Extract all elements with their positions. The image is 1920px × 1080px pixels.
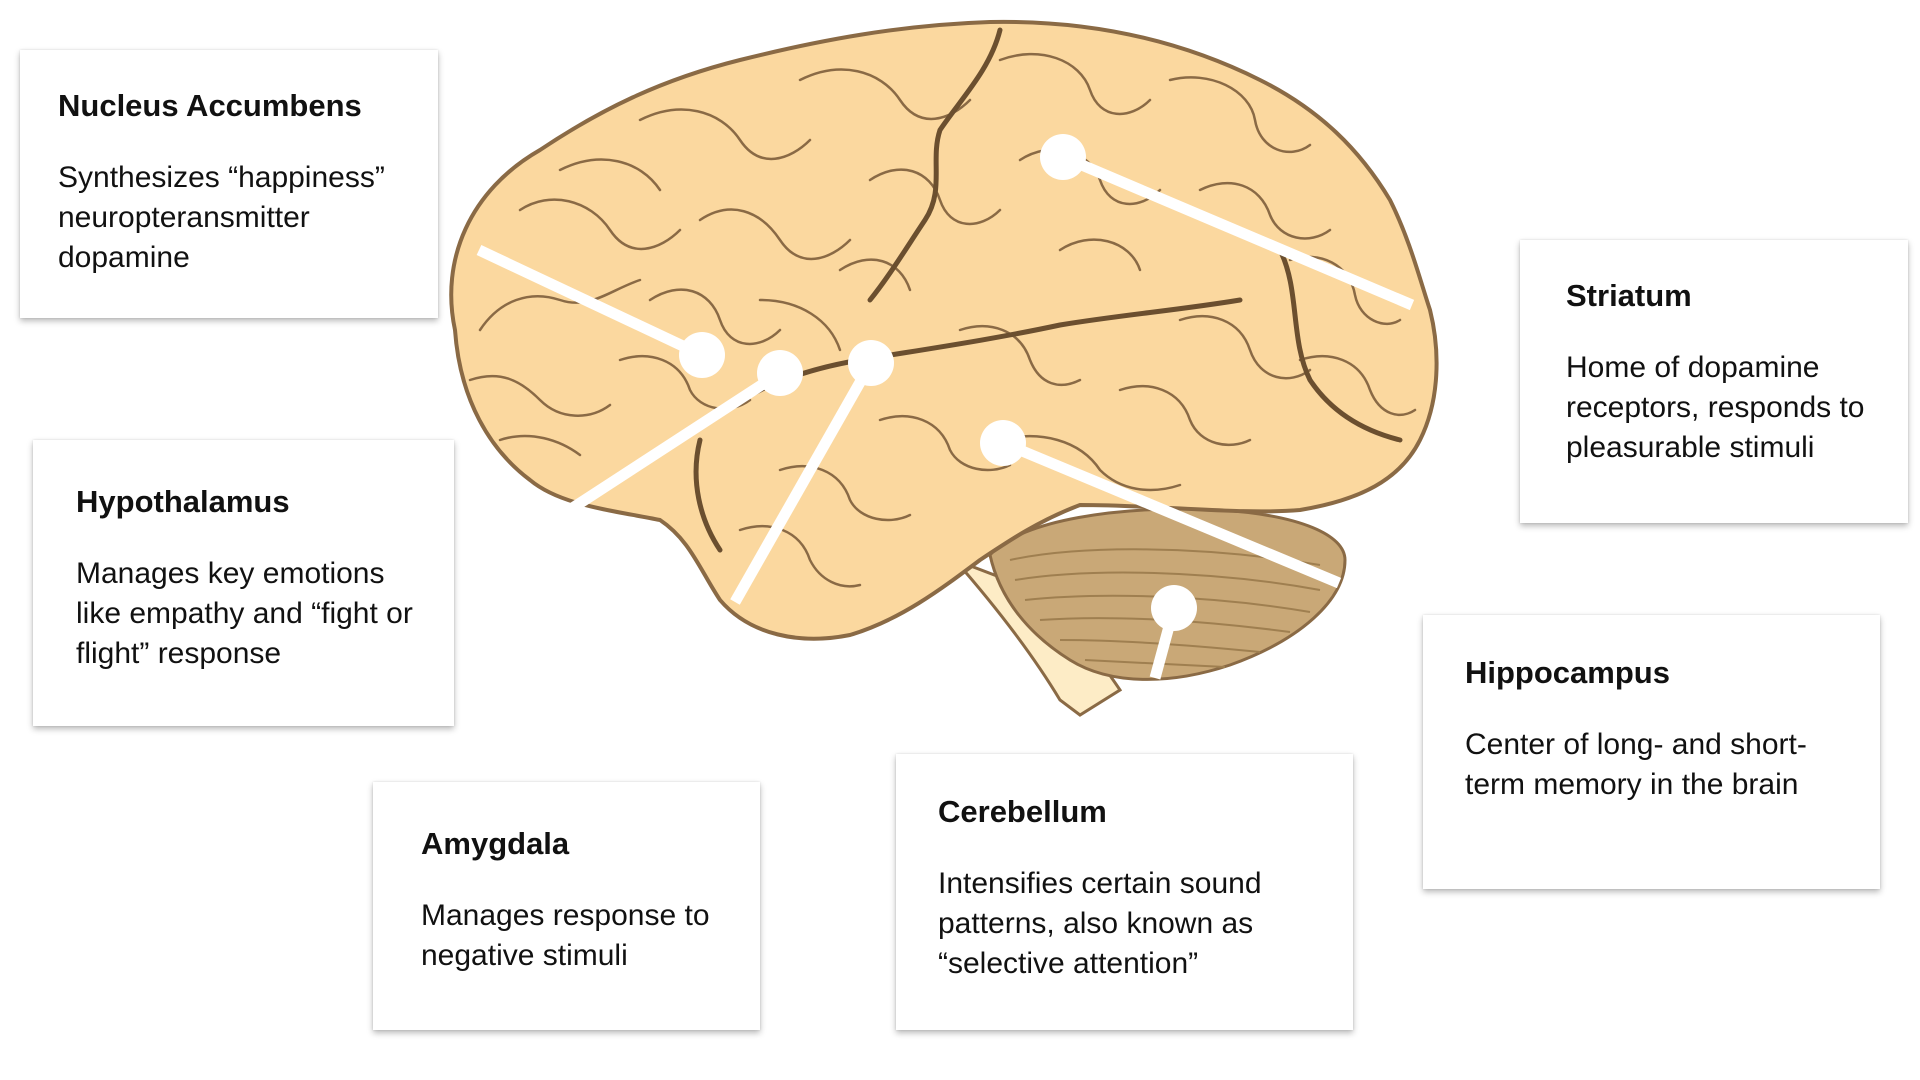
card-nucleus-accumbens: Nucleus Accumbens Synthesizes “happiness…: [20, 50, 438, 318]
card-title: Nucleus Accumbens: [58, 88, 362, 123]
dot-cerebellum: [1151, 585, 1197, 631]
connector-lines: [476, 151, 1415, 680]
card-title: Hypothalamus: [76, 484, 290, 519]
card-description: Manages key emotions like empathy and “f…: [76, 556, 413, 670]
occipital-sulcus: [1277, 247, 1403, 443]
card-hippocampus: Hippocampus Center of long- and short-te…: [1423, 615, 1880, 889]
connector-hippocampus: [1000, 437, 1342, 589]
dot-hypothalamus: [757, 350, 803, 396]
brain-folds: [468, 52, 1417, 588]
card-description: Synthesizes “happiness” neuropteransmitt…: [58, 160, 385, 274]
brain-fissures: [693, 27, 1403, 553]
card-description: Manages response to negative stimuli: [421, 898, 710, 972]
card-description: Center of long- and short-term memory in…: [1465, 727, 1807, 801]
card-description: Home of dopamine receptors, responds to …: [1566, 350, 1865, 464]
temporal-lower-edge: [693, 437, 723, 553]
card-striatum: Striatum Home of dopamine receptors, res…: [1520, 240, 1908, 523]
connector-striatum: [1060, 151, 1415, 311]
dot-amygdala: [848, 340, 894, 386]
card-title: Striatum: [1566, 278, 1692, 313]
card-title: Hippocampus: [1465, 655, 1670, 690]
card-cerebellum: Cerebellum Intensifies certain sound pat…: [896, 754, 1353, 1030]
card-title: Amygdala: [421, 826, 570, 861]
connector-hypothalamus: [528, 368, 783, 540]
dot-hippocampus: [980, 420, 1026, 466]
connector-nucleus: [476, 245, 705, 360]
card-hypothalamus: Hypothalamus Manages key emotions like e…: [33, 440, 454, 726]
card-amygdala: Amygdala Manages response to negative st…: [373, 782, 760, 1030]
connector-amygdala: [730, 360, 876, 605]
card-title: Cerebellum: [938, 794, 1107, 829]
connector-dots: [679, 134, 1197, 631]
central-sulcus: [867, 27, 1003, 303]
dot-nucleus: [679, 332, 725, 378]
card-description: Intensifies certain sound patterns, also…: [938, 866, 1262, 980]
dot-striatum: [1040, 134, 1086, 180]
